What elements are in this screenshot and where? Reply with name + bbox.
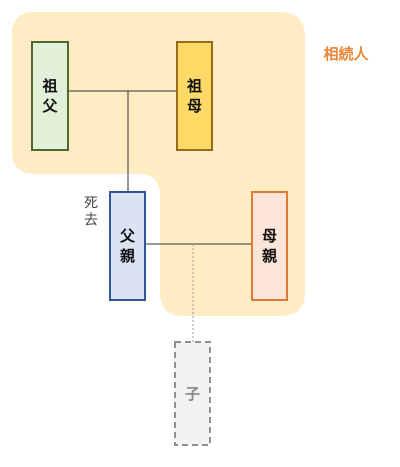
grandmother-label: 祖母 [186, 77, 202, 115]
child-label: 子 [185, 385, 200, 403]
child-box [174, 341, 211, 446]
grandfather-box [31, 41, 69, 151]
grandmother-box [176, 41, 213, 151]
mother-label: 母親 [262, 227, 277, 265]
father-box [109, 191, 146, 301]
node-grandfather: 祖父 [31, 41, 69, 151]
father-deceased-note: 死去 [84, 196, 98, 229]
heir-region-label: 相続人 [323, 45, 369, 63]
grandfather-label: 祖父 [41, 77, 58, 115]
heir-region [12, 12, 305, 316]
node-child: 子 [174, 341, 211, 446]
father-label: 父親 [119, 227, 136, 265]
mother-box [251, 191, 288, 301]
node-father: 父親 [109, 191, 146, 301]
node-mother: 母親 [251, 191, 288, 301]
node-grandmother: 祖母 [176, 41, 213, 151]
